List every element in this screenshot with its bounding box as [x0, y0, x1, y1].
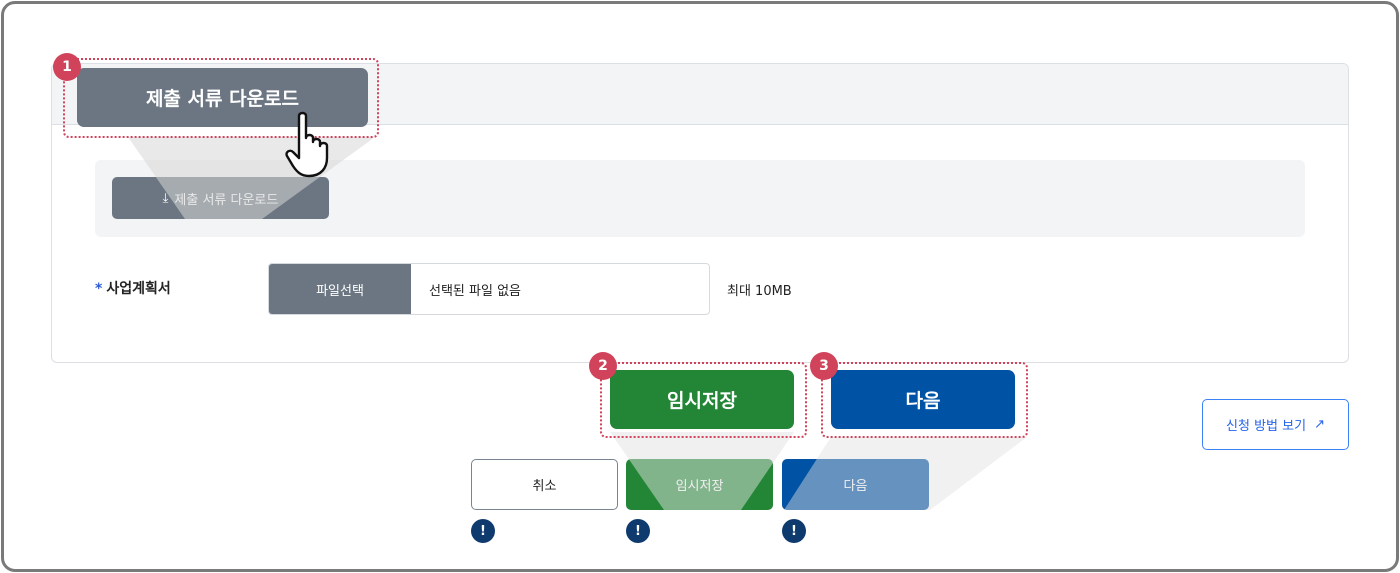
choose-file-button[interactable]: 파일선택 — [269, 264, 411, 314]
alert-icon: ! — [782, 519, 806, 543]
business-plan-file-input[interactable]: 파일선택 선택된 파일 없음 — [268, 263, 710, 315]
step-badge-2: 2 — [589, 352, 617, 380]
business-plan-label: *사업계획서 — [95, 281, 171, 297]
callout-download-button: 제출 서류 다운로드 — [77, 68, 368, 127]
max-size-note: 최대 10MB — [727, 284, 792, 299]
step-badge-1: 1 — [53, 53, 81, 81]
file-status: 선택된 파일 없음 — [429, 283, 521, 299]
callout-save-button: 임시저장 — [610, 370, 794, 429]
next-button[interactable]: 다음 — [782, 459, 929, 510]
step-badge-3: 3 — [810, 352, 838, 380]
download-icon: ⤓ — [162, 190, 169, 206]
required-mark: * — [95, 281, 103, 297]
alert-icon: ! — [471, 519, 495, 543]
callout-highlight-3 — [821, 362, 1028, 438]
save-draft-button[interactable]: 임시저장 — [626, 459, 773, 510]
hand-pointer-icon — [285, 111, 329, 178]
how-to-apply-button[interactable]: 신청 방법 보기 ↗ — [1202, 399, 1349, 450]
external-link-icon: ↗ — [1314, 417, 1325, 432]
callout-highlight-1 — [63, 58, 379, 138]
callout-next-button: 다음 — [831, 370, 1015, 429]
download-documents-button[interactable]: ⤓ 제출 서류 다운로드 — [112, 177, 329, 219]
cancel-button[interactable]: 취소 — [471, 459, 618, 510]
alert-icon: ! — [626, 519, 650, 543]
callout-highlight-2 — [600, 362, 807, 438]
